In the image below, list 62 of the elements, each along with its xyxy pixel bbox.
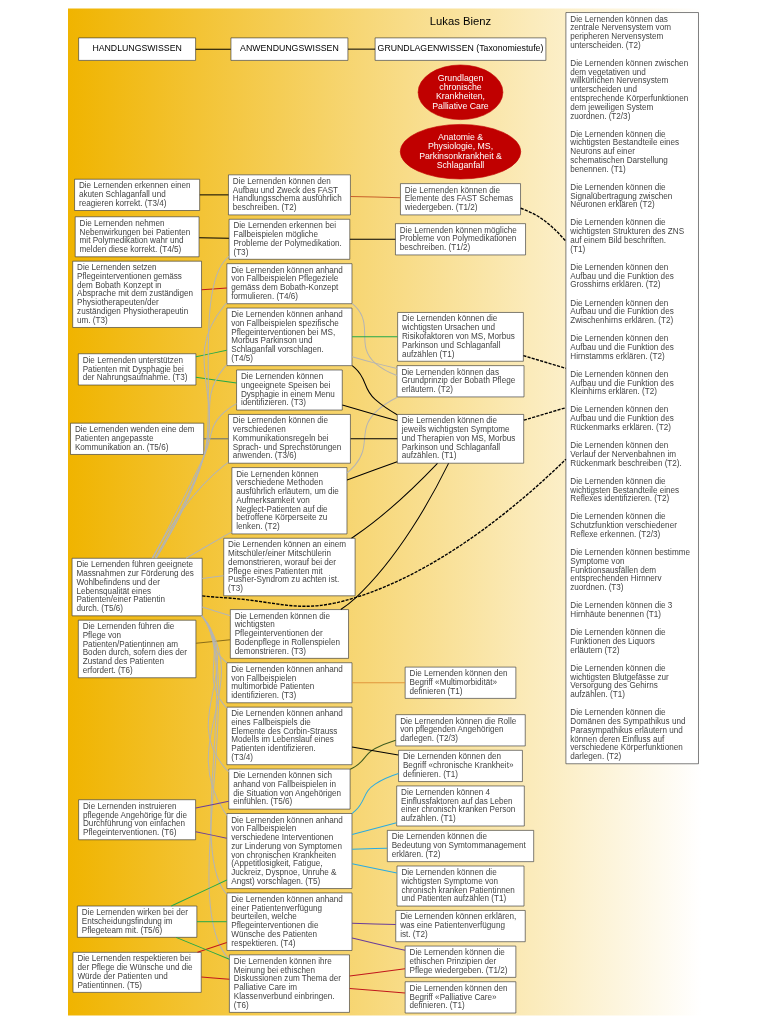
connector	[351, 773, 399, 815]
connector	[348, 968, 405, 977]
node-box: HANDLUNGSWISSEN	[77, 37, 196, 61]
connector	[200, 615, 227, 709]
connector	[202, 438, 229, 440]
connector	[201, 575, 224, 579]
connector	[351, 365, 398, 416]
connector	[348, 987, 405, 994]
connector	[349, 195, 401, 199]
node-ellipse: Grundlagen chronische Krankheiten, Palliative Care	[417, 64, 503, 120]
connector	[351, 746, 399, 756]
connector	[196, 942, 227, 953]
connector	[198, 194, 229, 196]
connector	[351, 937, 406, 951]
connector	[339, 462, 449, 610]
connector	[351, 822, 397, 836]
connector	[194, 349, 227, 358]
connector	[201, 458, 567, 607]
connector	[155, 302, 227, 559]
node-box: ANWENDUNGSWISSEN	[230, 37, 348, 61]
connector	[346, 396, 398, 474]
connector	[350, 462, 438, 539]
connector	[200, 615, 230, 960]
connector	[151, 461, 229, 559]
connector	[200, 976, 230, 980]
connector	[351, 922, 396, 925]
connector	[349, 739, 396, 770]
connector	[200, 287, 227, 291]
connector	[200, 615, 229, 773]
connector	[200, 615, 227, 895]
connector	[194, 48, 231, 50]
connector	[151, 403, 237, 559]
connector	[351, 303, 397, 376]
connector	[201, 606, 231, 617]
connector	[349, 438, 398, 440]
connector	[194, 376, 237, 384]
connector	[351, 863, 397, 874]
connector	[194, 831, 227, 839]
connector	[351, 847, 388, 850]
connector	[194, 800, 229, 809]
connector	[347, 48, 376, 50]
connector	[351, 336, 398, 338]
connector	[155, 255, 229, 559]
connector	[519, 207, 566, 242]
connector	[185, 531, 232, 559]
connector	[341, 404, 398, 422]
node-ellipse: Anatomie & Physiologie, MS, Parkinsonkrankheit & Schlaganfall	[399, 124, 521, 180]
connector	[153, 364, 227, 559]
connector	[175, 936, 230, 960]
connector	[200, 615, 227, 816]
connector	[522, 407, 566, 421]
connector	[351, 682, 406, 684]
node-box: GRUNDLAGENWISSEN (Taxonomiestufe)	[374, 37, 546, 61]
label: Lukas Bienz	[429, 14, 491, 27]
connector	[198, 237, 229, 239]
connector	[351, 356, 397, 369]
connector	[196, 921, 227, 923]
connector	[170, 879, 227, 907]
connector	[194, 639, 231, 644]
connector	[346, 461, 398, 481]
connector	[522, 354, 566, 370]
connector	[348, 238, 396, 240]
